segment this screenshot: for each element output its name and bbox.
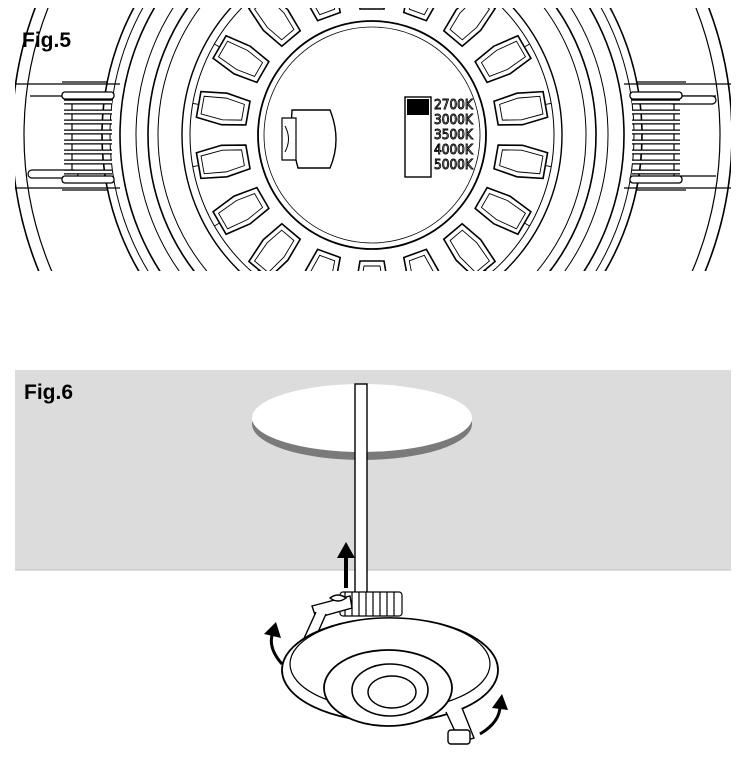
cct-option-label: 3000K — [434, 112, 474, 128]
center-plate — [257, 20, 487, 250]
rotate-arrow-right-icon — [479, 694, 508, 736]
right-spring-clip — [624, 81, 731, 191]
lens — [367, 675, 417, 709]
cct-option-label: 3500K — [434, 127, 474, 143]
cct-option-label: 4000K — [434, 142, 474, 158]
up-arrow-icon — [337, 542, 355, 588]
left-spring-clip — [15, 81, 120, 191]
cct-option-label: 2700K — [434, 97, 474, 113]
rotate-arrow-left-icon — [264, 622, 284, 665]
figure-6-label: Fig.6 — [24, 381, 74, 404]
connector-socket — [281, 109, 337, 169]
fixture-rod — [354, 383, 368, 601]
figure-6-drawing — [15, 370, 731, 745]
figure-5-label: Fig.5 — [22, 29, 72, 52]
cct-switch-knob — [407, 99, 429, 115]
downlight-fixture — [281, 591, 499, 745]
cct-option-label: 5000K — [434, 157, 474, 173]
